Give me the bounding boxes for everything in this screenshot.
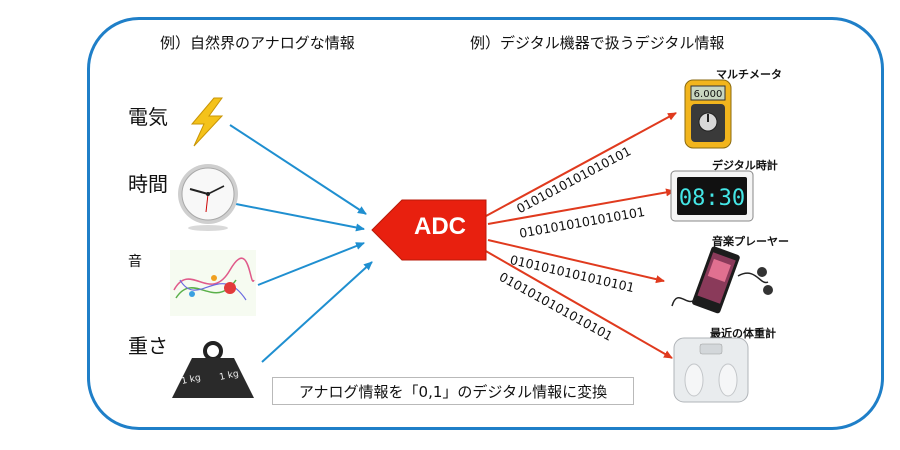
input-arrow-time — [235, 203, 365, 232]
adc-block — [371, 199, 487, 261]
device-label-multimeter: マルチメータ — [716, 68, 782, 81]
device-label-scale: 最近の体重計 — [710, 327, 776, 340]
input-arrow-weight — [261, 261, 373, 363]
analog-header: 例）自然界のアナログな情報 — [160, 34, 355, 52]
analog-label-time: 時間 — [128, 172, 168, 196]
digital-clock-icon: 08:30 — [670, 170, 754, 222]
analog-label-sound: 音 — [128, 254, 142, 270]
input-arrow-sound — [257, 242, 365, 286]
output-arrow-clock — [487, 188, 675, 225]
lightning-icon — [190, 97, 224, 147]
analog-label-weight: 重さ — [128, 334, 168, 358]
weight-text-right: 1 kg — [219, 369, 240, 383]
input-arrow-electricity — [229, 124, 367, 215]
music-player-icon — [671, 246, 773, 314]
scale-icon — [673, 337, 749, 403]
multimeter-reading: 6.000 — [694, 89, 723, 100]
weight-text-left: 1 kg — [181, 373, 202, 387]
adc-label: ADC — [414, 213, 466, 240]
device-label-music-player: 音楽プレーヤー — [712, 235, 789, 248]
clock-icon — [178, 164, 238, 231]
output-arrow-multimeter — [485, 112, 677, 217]
multimeter-icon: 6.000 — [684, 79, 732, 149]
weight-icon: 1 kg 1 kg — [172, 341, 254, 398]
sound-icon — [170, 250, 256, 316]
device-label-digital-clock: デジタル時計 — [712, 159, 778, 172]
digital-clock-reading: 08:30 — [679, 186, 745, 211]
conversion-caption: アナログ情報を「0,1」のデジタル情報に変換 — [272, 377, 634, 405]
diagram-frame — [87, 17, 884, 430]
output-arrow-scale — [483, 249, 673, 359]
digital-header: 例）デジタル機器で扱うデジタル情報 — [470, 34, 725, 52]
analog-label-electricity: 電気 — [128, 105, 168, 129]
output-arrow-player — [487, 239, 665, 284]
